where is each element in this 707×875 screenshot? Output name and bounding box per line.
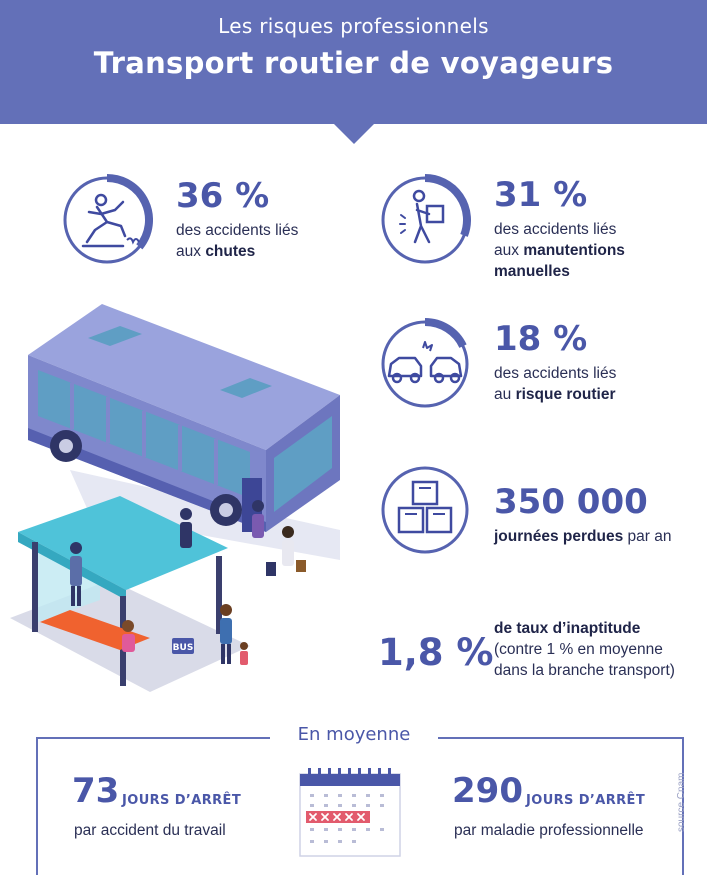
carrying-box-icon <box>381 174 471 264</box>
stat-desc-bold: manutentions <box>523 242 625 259</box>
stat-arc-falls <box>106 174 153 250</box>
average-right-desc: par maladie professionnelle <box>454 822 644 839</box>
bus-stop-illustration: BUS <box>10 304 340 692</box>
stat-arc-manual-handling <box>424 174 471 237</box>
stat-desc-text: aux <box>494 242 524 259</box>
slip-fall-icon <box>63 174 153 264</box>
stat-desc-text: au <box>494 386 516 403</box>
stat-desc-line: (contre 1 % en moyenne <box>494 641 663 658</box>
stat-desc-inaptitude: de taux d’inaptitude (contre 1 % en moye… <box>494 618 675 681</box>
average-title: En moyenne <box>297 724 411 745</box>
stat-arc-road-risk <box>424 318 467 349</box>
average-left-unit: JOURS D’ARRÊT <box>122 793 242 808</box>
stat-desc-bold: de taux d’inaptitude <box>494 620 641 637</box>
stat-desc-line: de taux d’inaptitude <box>494 618 675 639</box>
stat-desc-line: des accidents liés <box>176 222 299 239</box>
banner-pointer <box>332 122 376 144</box>
stat-desc-line: des accidents liés <box>494 221 617 238</box>
source-credit: source Cnam <box>676 772 687 832</box>
stat-desc-lost-days: journées perdues par an <box>494 526 671 547</box>
header-banner <box>0 0 707 124</box>
stat-desc-text: par an <box>623 528 672 545</box>
stat-desc-line: journées perdues par an <box>494 526 671 547</box>
stat-desc-manual-handling: des accidents liés aux manutentions manu… <box>494 219 625 282</box>
stat-desc-bold: risque routier <box>515 386 616 403</box>
stat-value-lost-days: 350 000 <box>494 482 648 522</box>
average-right-unit: JOURS D’ARRÊT <box>526 793 646 808</box>
stat-desc-line: dans la branche transport) <box>494 662 675 679</box>
stat-value-road-risk: 18 % <box>494 319 588 359</box>
stat-value-manual-handling: 31 % <box>494 175 588 215</box>
average-left-number: 73 <box>72 771 120 811</box>
header-subtitle: Les risques professionnels <box>218 14 489 38</box>
stat-value-inaptitude: 1,8 % <box>378 631 494 674</box>
header-title: Transport routier de voyageurs <box>93 46 614 80</box>
stat-desc-line: aux manutentions <box>494 240 625 261</box>
stat-desc-line: manuelles <box>494 261 625 282</box>
average-right-number: 290 <box>452 771 523 811</box>
stat-value-falls: 36 % <box>176 176 270 216</box>
calendar-icon <box>299 768 401 857</box>
stat-desc-bold: journées perdues <box>494 528 624 545</box>
boxes-icon <box>381 466 469 554</box>
stat-desc-bold: manuelles <box>494 263 570 280</box>
stat-desc-text: aux <box>176 243 206 260</box>
stat-desc-line: des accidents liés <box>494 365 617 382</box>
car-crash-icon <box>381 318 469 408</box>
stat-desc-bold: chutes <box>205 243 256 260</box>
average-left-desc: par accident du travail <box>74 822 226 839</box>
stat-desc-falls: des accidents liés aux chutes <box>176 220 298 262</box>
stat-desc-road-risk: des accidents liés au risque routier <box>494 363 616 405</box>
stat-desc-line: au risque routier <box>494 384 616 405</box>
bus-sign-label: BUS <box>173 643 194 653</box>
average-title-background <box>270 722 438 752</box>
stat-desc-line: aux chutes <box>176 241 298 262</box>
